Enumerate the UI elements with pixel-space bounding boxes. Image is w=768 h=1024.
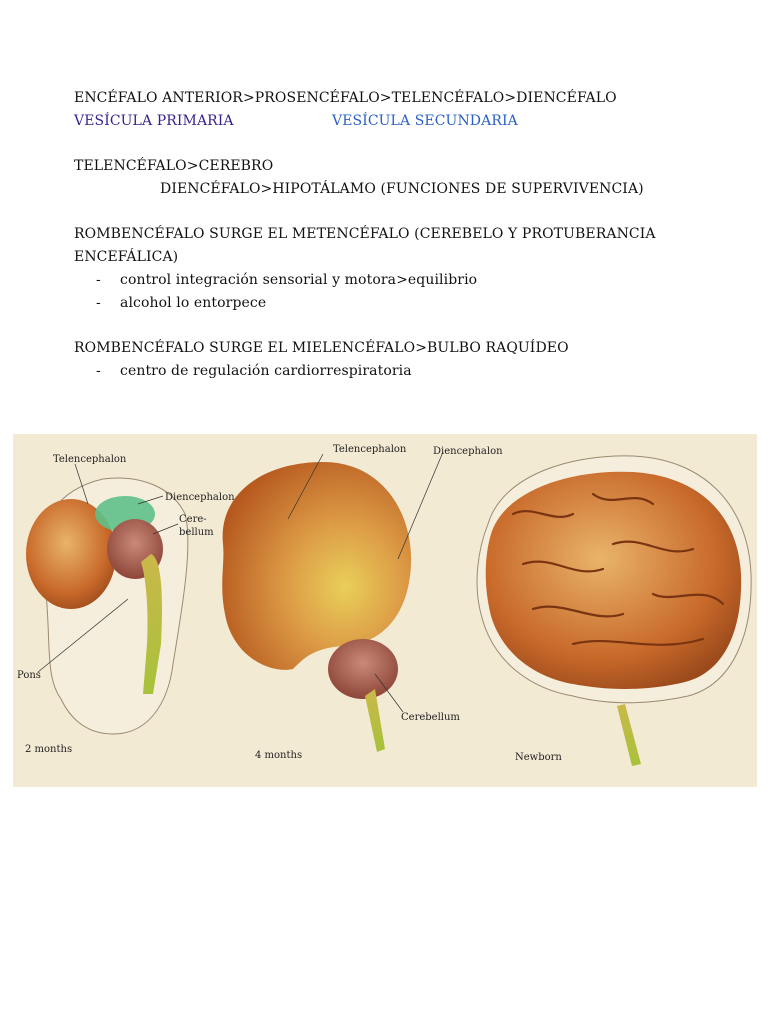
bullet-dash: - [96,363,101,379]
label-secondary-vesicle: VESÍCULA SECUNDARIA [332,113,518,129]
label-primary-vesicle: VESÍCULA PRIMARIA [74,113,234,129]
label-age: 2 months [25,744,72,755]
label-diencephalon: Diencephalon [433,446,503,457]
label-telencephalon: Telencephalon [53,454,127,465]
label-diencephalon: Diencephalon [165,492,235,503]
label-cerebellum-b: bellum [179,527,214,538]
telencephalon-shape [222,462,412,670]
label-cerebellum-a: Cere- [179,514,207,525]
cerebrum-shape [485,471,742,689]
gyri-lines [511,492,725,646]
bullet-item: centro de regulación cardiorrespiratoria [120,363,412,379]
label-pons: Pons [17,670,41,681]
brain-2-months: Telencephalon Diencephalon Cere- bellum … [17,454,235,755]
line-diencephalon: DIENCÉFALO>HIPOTÁLAMO (FUNCIONES DE SUPE… [160,181,644,197]
bullet-dash: - [96,295,101,311]
cerebellum-shape [328,639,398,699]
bullet-item: control integración sensorial y motora>e… [120,272,478,288]
label-telencephalon: Telencephalon [333,444,407,455]
brainstem-shape [365,689,385,752]
telencephalon-shape [26,499,116,609]
label-age: Newborn [515,752,562,763]
brain-newborn: Newborn [476,455,752,766]
brain-development-figure: Telencephalon Diencephalon Cere- bellum … [13,434,757,787]
bullet-dash: - [96,272,101,288]
label-cerebellum: Cerebellum [401,712,460,723]
line-metencephalon-cont: ENCEFÁLICA) [74,249,179,265]
bullet-item: alcohol lo entorpece [120,295,267,311]
brainstem-shape [141,554,162,694]
line-metencephalon: ROMBENCÉFALO SURGE EL METENCÉFALO (CEREB… [74,226,656,242]
brain-4-months: Telencephalon Diencephalon Cerebellum 4 … [222,444,503,761]
line-telencephalon: TELENCÉFALO>CEREBRO [74,158,274,174]
line-forebrain-chain: ENCÉFALO ANTERIOR>PROSENCÉFALO>TELENCÉFA… [74,90,617,106]
brainstem-shape [617,704,641,766]
line-myelencephalon: ROMBENCÉFALO SURGE EL MIELENCÉFALO>BULBO… [74,340,569,356]
label-age: 4 months [255,750,302,761]
